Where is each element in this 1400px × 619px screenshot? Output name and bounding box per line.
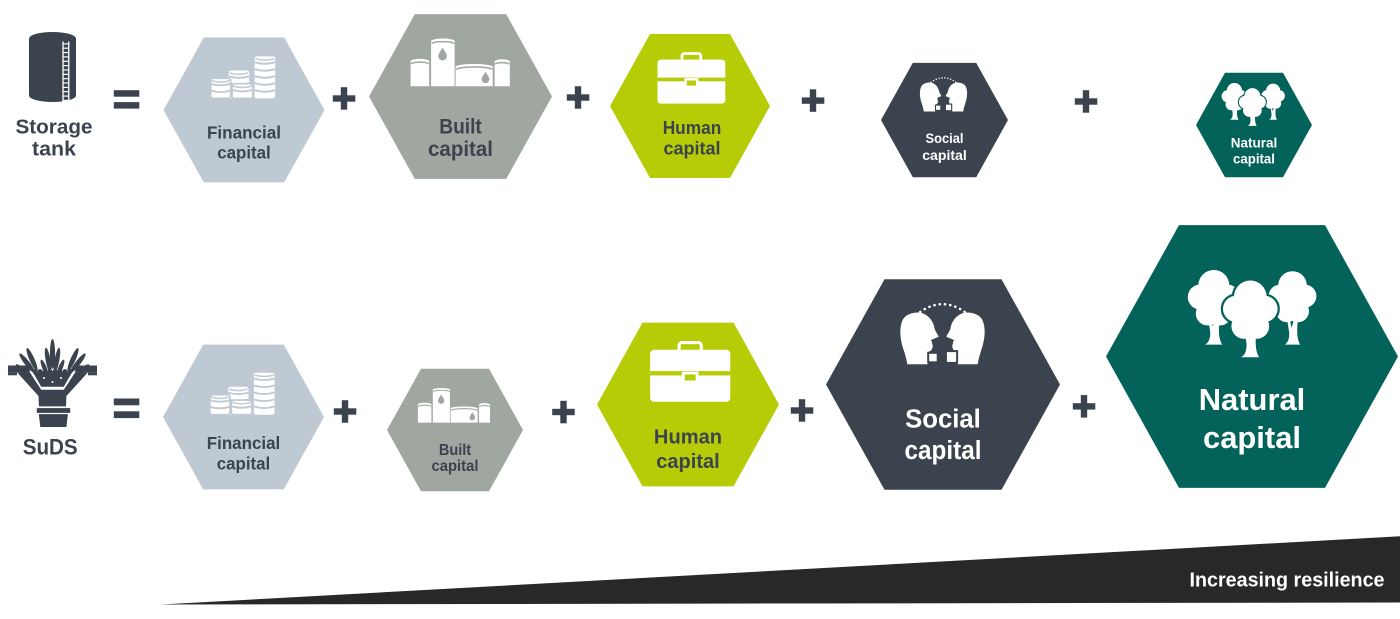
svg-text:capital: capital [922,147,967,163]
svg-text:capital: capital [1233,152,1275,167]
svg-text:Built: Built [439,442,471,459]
svg-text:capital: capital [664,139,721,159]
svg-text:Financial: Financial [207,433,281,453]
svg-text:capital: capital [217,143,271,163]
svg-text:Social: Social [926,130,964,146]
svg-text:capital: capital [1203,420,1301,455]
svg-text:Built: Built [439,116,482,139]
svg-text:Increasing resilience: Increasing resilience [1190,568,1385,591]
svg-text:Natural: Natural [1231,136,1277,151]
svg-text:Natural: Natural [1199,382,1306,417]
svg-text:capital: capital [428,138,493,161]
svg-text:capital: capital [431,458,478,475]
svg-text:SuDS: SuDS [23,434,78,459]
svg-text:tank: tank [32,138,77,160]
svg-text:capital: capital [656,451,719,473]
svg-text:capital: capital [905,437,982,465]
svg-text:Human: Human [654,427,722,449]
svg-text:Storage: Storage [16,116,93,138]
svg-text:Social: Social [905,406,981,434]
svg-text:Financial: Financial [207,123,281,143]
svg-text:capital: capital [217,454,271,474]
svg-text:Human: Human [663,118,722,138]
